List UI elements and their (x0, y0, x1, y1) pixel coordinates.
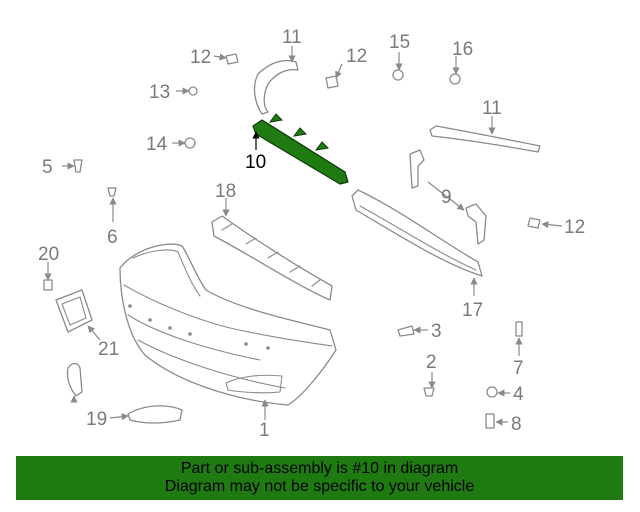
label-4: 4 (513, 384, 524, 405)
label-1: 1 (259, 420, 270, 441)
label-16: 16 (452, 39, 473, 60)
label-17: 17 (462, 300, 483, 321)
label-11-left: 11 (282, 27, 302, 48)
info-banner: Part or sub-assembly is #10 in diagram D… (16, 456, 623, 500)
label-7: 7 (513, 358, 524, 379)
label-2: 2 (426, 352, 437, 373)
trim-strip-part (429, 125, 541, 153)
label-8: 8 (511, 414, 522, 435)
banner-line-2: Diagram may not be specific to your vehi… (164, 478, 475, 495)
label-14: 14 (146, 134, 168, 155)
label-12-right: 12 (564, 217, 585, 238)
label-12-middle: 12 (346, 46, 367, 67)
bumper-cover-part (119, 243, 337, 406)
label-6: 6 (107, 227, 118, 248)
label-9: 9 (441, 187, 452, 208)
lower-retainer-part (211, 215, 333, 301)
label-15: 15 (389, 32, 410, 53)
label-12-top: 12 (190, 47, 211, 68)
energy-absorber-part (351, 189, 483, 277)
label-11-right: 11 (482, 98, 502, 119)
label-3: 3 (431, 321, 442, 342)
fasteners (43, 53, 541, 429)
leader-lines (44, 46, 563, 426)
bracket-arc-part (253, 59, 299, 115)
callout-labels: 1 2 3 4 5 6 7 8 9 10 11 11 12 12 12 13 1… (38, 27, 585, 441)
reinforcement-bar-part-highlight (252, 113, 349, 185)
label-5: 5 (42, 157, 53, 178)
banner-line-1: Part or sub-assembly is #10 in diagram (180, 460, 459, 477)
side-bracket-part (409, 149, 487, 245)
label-13: 13 (149, 82, 170, 103)
label-18: 18 (215, 181, 236, 202)
license-bracket-part (55, 289, 93, 333)
label-20: 20 (38, 244, 59, 265)
label-21: 21 (98, 339, 119, 360)
label-19: 19 (86, 409, 107, 430)
parts-diagram: 1 2 3 4 5 6 7 8 9 10 11 11 12 12 12 13 1… (38, 27, 585, 441)
label-10: 10 (245, 152, 266, 173)
fog-lamp-bezel-part (66, 362, 183, 424)
